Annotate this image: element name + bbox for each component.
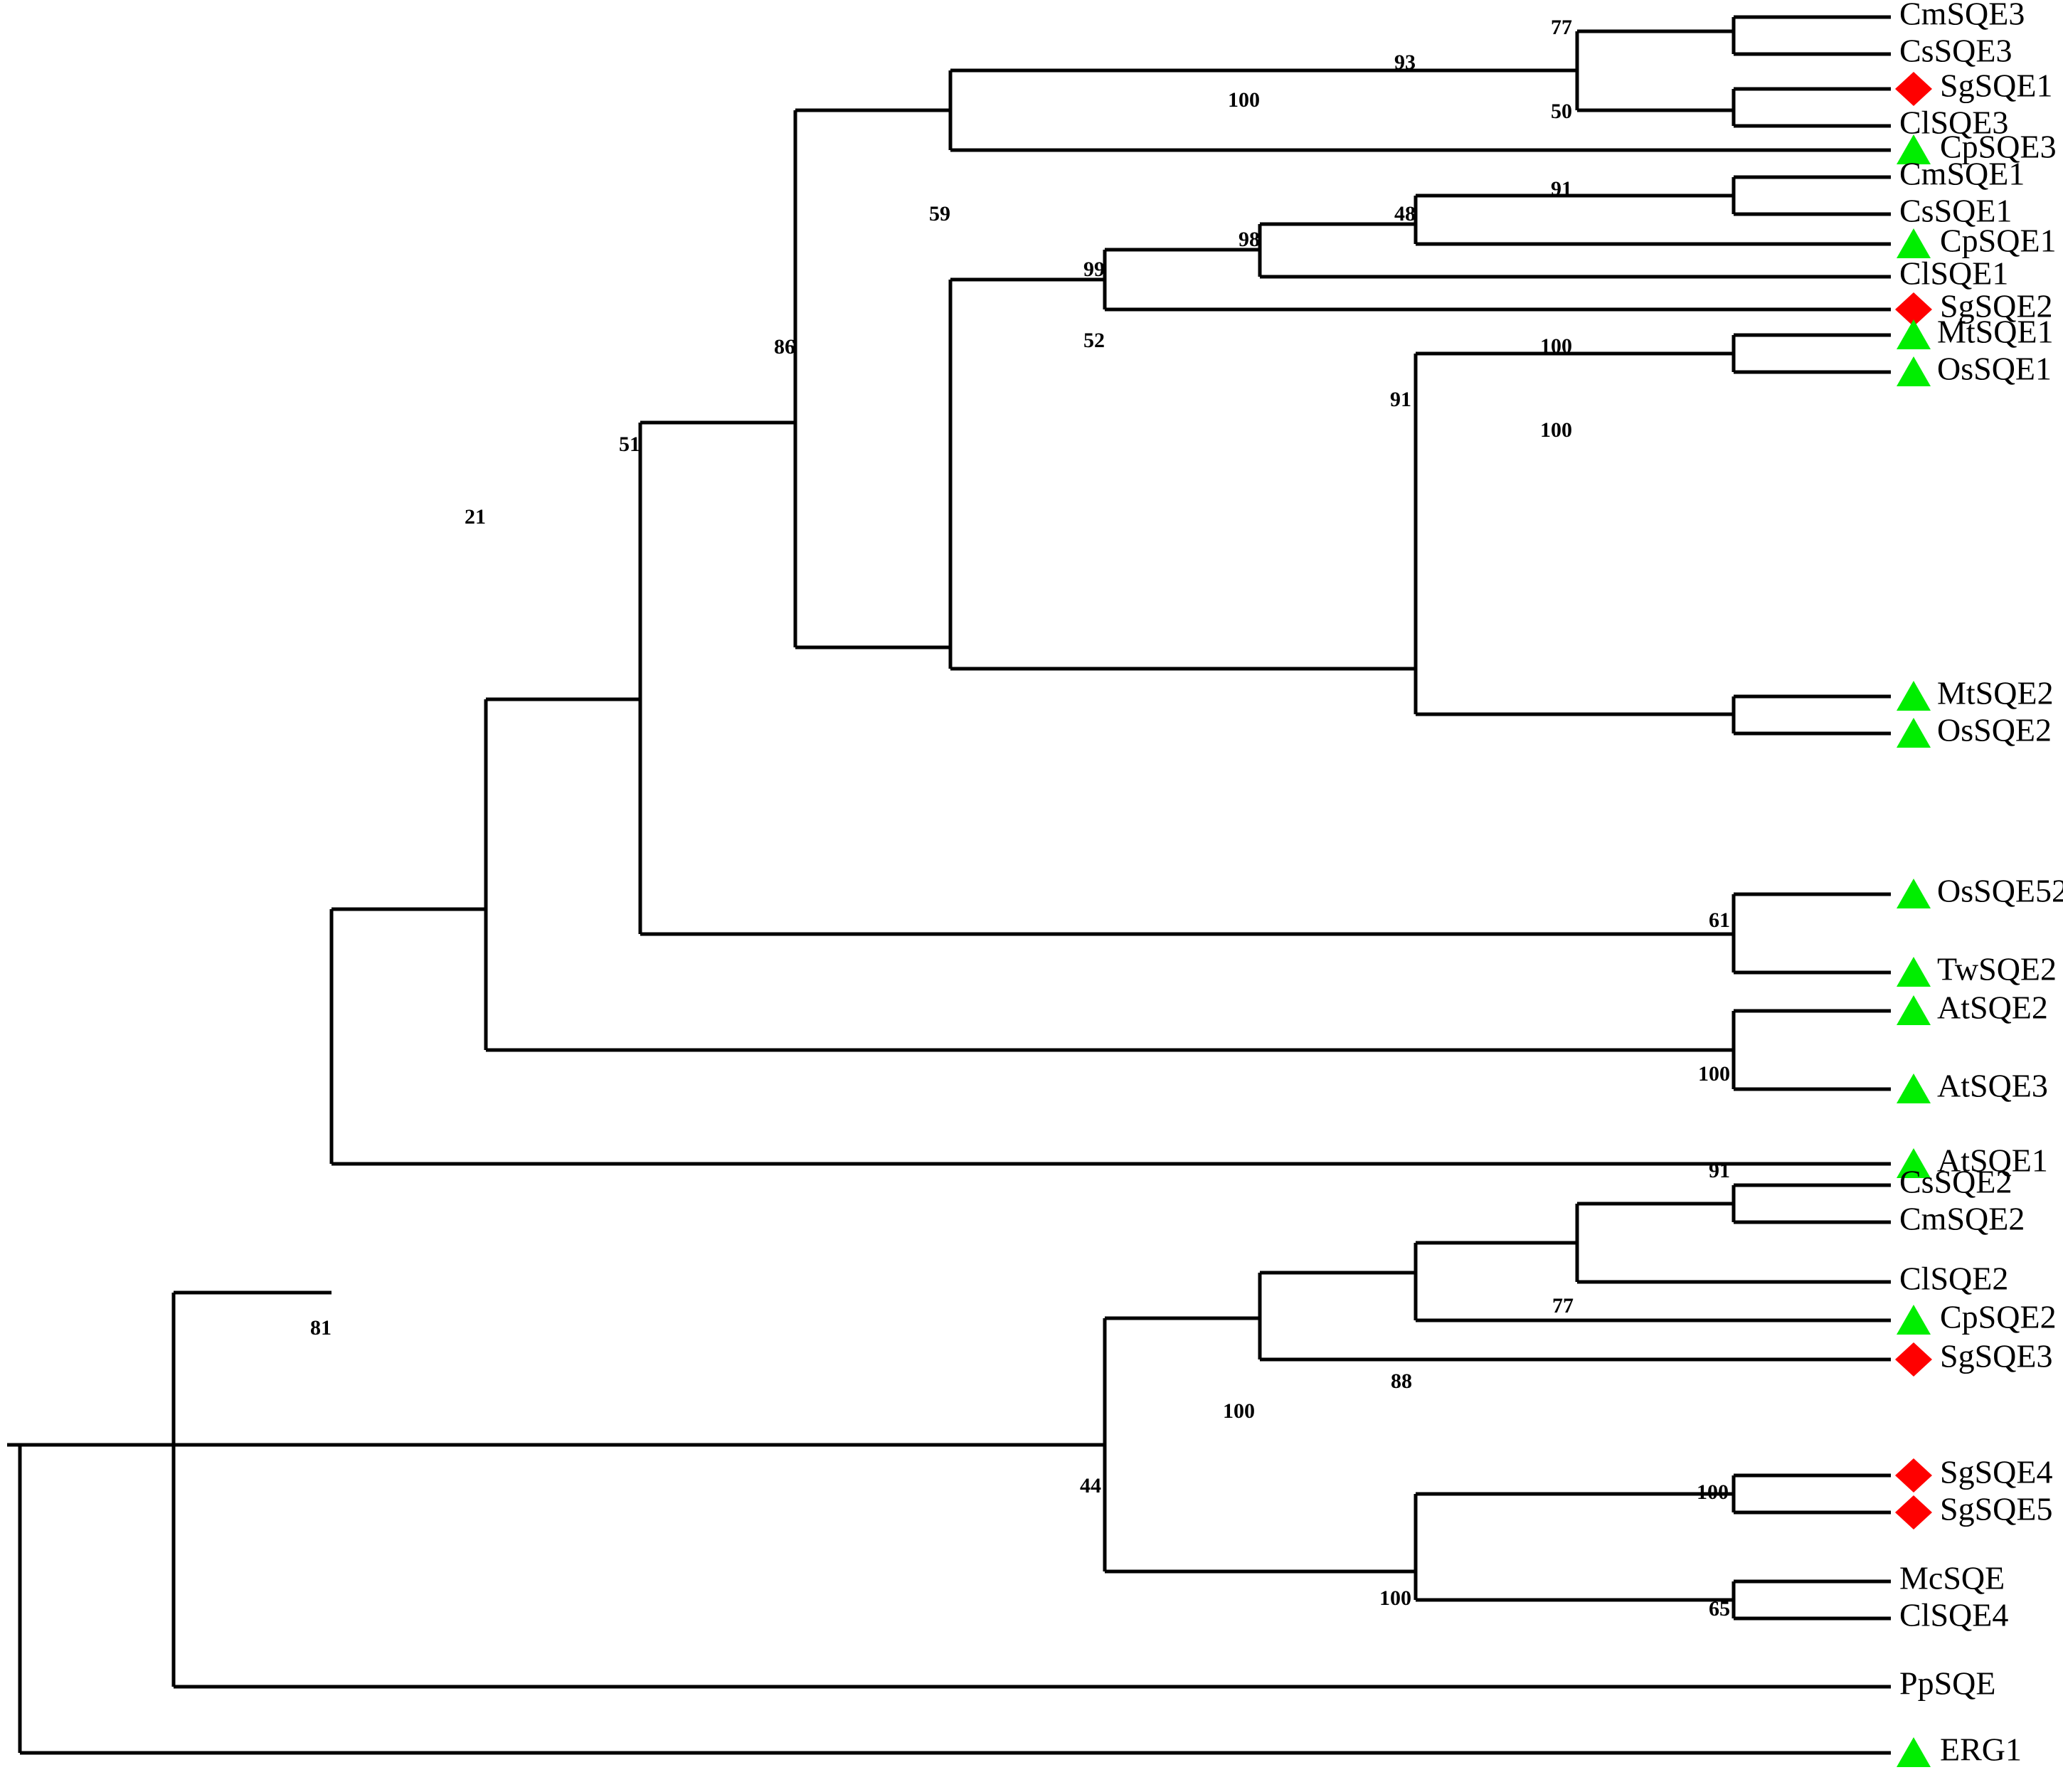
leaf-markers [1895, 72, 1932, 1767]
leaf-label-CmSQE2: CmSQE2 [1899, 1201, 2025, 1237]
leaf-label-OsSQE2: OsSQE2 [1937, 712, 2052, 748]
bootstrap-value-86: 86 [774, 335, 795, 359]
leaf-label-CmSQE1: CmSQE1 [1899, 156, 2025, 192]
leaf-label-ERG1: ERG1 [1940, 1732, 2022, 1768]
bootstrap-value-100c: 100 [1540, 418, 1572, 442]
bootstrap-value-65: 65 [1709, 1597, 1730, 1621]
green-triangle-icon-TwSQE2 [1897, 957, 1931, 987]
bootstrap-value-48: 48 [1394, 202, 1416, 226]
green-triangle-icon-OsSQE1 [1897, 356, 1931, 386]
bootstrap-value-100g: 100 [1379, 1586, 1411, 1610]
bootstrap-value-100e: 100 [1223, 1399, 1255, 1423]
leaf-label-ClSQE1: ClSQE1 [1899, 255, 2008, 292]
bootstrap-value-100d: 100 [1698, 1062, 1730, 1086]
green-triangle-icon-ERG1 [1897, 1737, 1931, 1767]
leaf-label-ClSQE3: ClSQE3 [1899, 105, 2008, 141]
red-diamond-icon-SgSQE1 [1895, 72, 1932, 106]
tree-branches [7, 15, 1891, 1755]
bootstrap-value-77a: 77 [1551, 16, 1572, 39]
bootstrap-value-91c: 91 [1709, 1159, 1730, 1182]
leaf-label-SgSQE4: SgSQE4 [1940, 1454, 2052, 1490]
leaf-label-McSQE: McSQE [1899, 1560, 2005, 1596]
leaf-label-TwSQE2: TwSQE2 [1937, 951, 2057, 987]
leaf-label-CsSQE3: CsSQE3 [1899, 33, 2012, 69]
bootstrap-value-59: 59 [929, 202, 950, 226]
bootstrap-value-100a: 100 [1228, 88, 1260, 112]
bootstrap-value-77b: 77 [1552, 1294, 1574, 1318]
leaf-label-SgSQE2: SgSQE2 [1940, 288, 2052, 324]
red-diamond-icon-SgSQE2 [1895, 292, 1932, 327]
green-triangle-icon-MtSQE1 [1897, 319, 1931, 349]
leaf-label-SgSQE5: SgSQE5 [1940, 1491, 2052, 1527]
bootstrap-value-52: 52 [1083, 329, 1105, 352]
leaf-label-SgSQE3: SgSQE3 [1940, 1338, 2052, 1374]
bootstrap-value-100f: 100 [1697, 1480, 1729, 1504]
bootstrap-value-50: 50 [1551, 100, 1572, 123]
bootstrap-value-81: 81 [310, 1316, 332, 1340]
green-triangle-icon-AtSQE3 [1897, 1073, 1931, 1103]
red-diamond-icon-SgSQE5 [1895, 1495, 1932, 1529]
green-triangle-icon-CpSQE2 [1897, 1305, 1931, 1335]
leaf-label-ClSQE2: ClSQE2 [1899, 1261, 2008, 1297]
bootstrap-value-93: 93 [1394, 51, 1416, 74]
green-triangle-icon-CpSQE1 [1897, 228, 1931, 258]
bootstrap-value-98: 98 [1239, 228, 1260, 251]
red-diamond-icon-SgSQE3 [1895, 1342, 1932, 1377]
red-diamond-icon-SgSQE4 [1895, 1458, 1932, 1493]
bootstrap-value-91b: 91 [1390, 388, 1411, 411]
bootstrap-value-88: 88 [1391, 1369, 1412, 1393]
bootstrap-value-99: 99 [1083, 258, 1105, 281]
leaf-label-AtSQE3: AtSQE3 [1937, 1068, 2048, 1104]
leaf-label-OsSQE52: OsSQE52 [1937, 873, 2063, 909]
green-triangle-icon-OsSQE2 [1897, 718, 1931, 748]
leaf-label-AtSQE1: AtSQE1 [1937, 1142, 2048, 1179]
bootstrap-value-44: 44 [1080, 1474, 1101, 1497]
leaf-label-CmSQE3: CmSQE3 [1899, 0, 2025, 32]
leaf-label-MtSQE2: MtSQE2 [1937, 675, 2054, 711]
leaf-label-ClSQE4: ClSQE4 [1899, 1597, 2008, 1633]
leaf-label-MtSQE1: MtSQE1 [1937, 314, 2054, 350]
bootstrap-value-91a: 91 [1551, 177, 1572, 201]
leaf-label-SgSQE1: SgSQE1 [1940, 68, 2052, 104]
green-triangle-icon-AtSQE1 [1897, 1148, 1931, 1178]
bootstrap-labels: 77 50 93 100 91 48 98 99 100 100 91 52 5… [310, 16, 1730, 1621]
bootstrap-value-51: 51 [619, 433, 640, 456]
leaf-label-PpSQE: PpSQE [1899, 1665, 1995, 1702]
leaf-label-OsSQE1: OsSQE1 [1937, 351, 2052, 387]
leaf-label-CpSQE2: CpSQE2 [1940, 1299, 2057, 1335]
bootstrap-value-61: 61 [1709, 908, 1730, 932]
leaf-label-CsSQE1: CsSQE1 [1899, 193, 2012, 229]
bootstrap-value-21: 21 [465, 505, 486, 529]
green-triangle-icon-OsSQE52 [1897, 879, 1931, 908]
green-triangle-icon-CpSQE3 [1897, 134, 1931, 164]
leaf-label-CpSQE1: CpSQE1 [1940, 223, 2057, 259]
leaf-labels: CmSQE3 CsSQE3 SgSQE1 ClSQE3 CpSQE3 CmSQE… [1899, 0, 2063, 1768]
green-triangle-icon-MtSQE2 [1897, 681, 1931, 711]
leaf-label-CsSQE2: CsSQE2 [1899, 1164, 2012, 1200]
leaf-label-AtSQE2: AtSQE2 [1937, 990, 2048, 1026]
bootstrap-value-100b: 100 [1540, 334, 1572, 358]
leaf-label-CpSQE3: CpSQE3 [1940, 129, 2057, 165]
green-triangle-icon-AtSQE2 [1897, 995, 1931, 1025]
